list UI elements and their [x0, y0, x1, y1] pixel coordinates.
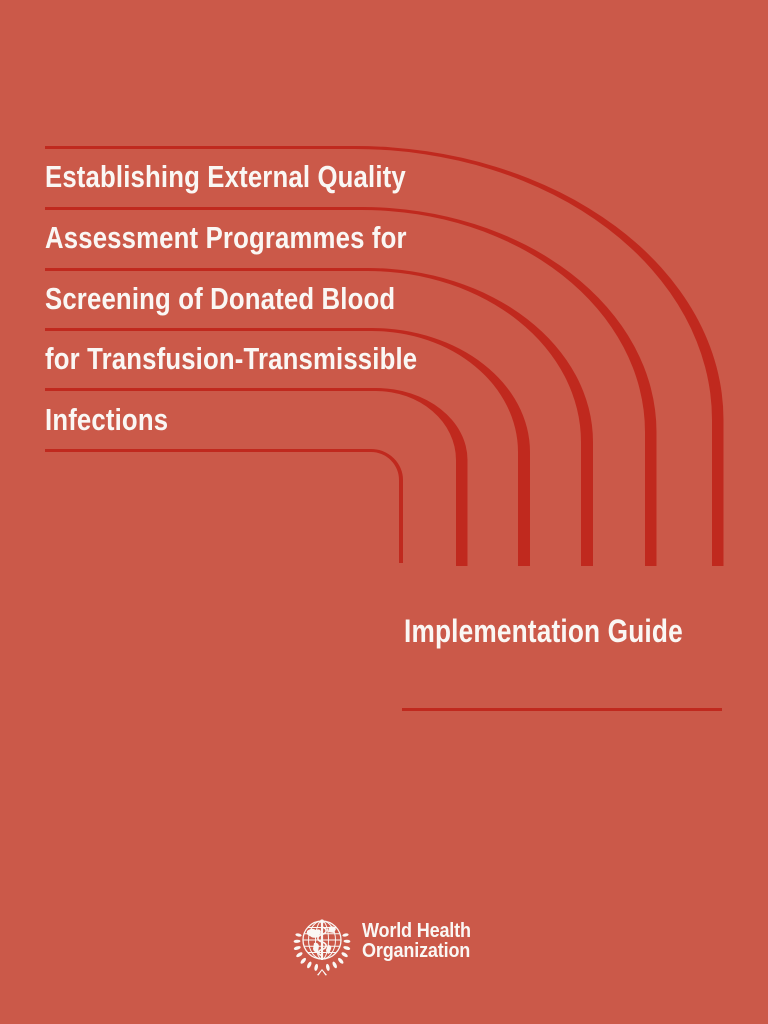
title-line-2: Assessment Programmes for: [45, 220, 407, 255]
subtitle-label: Implementation Guide: [404, 613, 683, 649]
title-line-3: Screening of Donated Blood: [45, 281, 396, 316]
who-logo-text: World Health Organization: [362, 919, 471, 962]
who-emblem-icon: [293, 919, 351, 976]
who-logo-line-2: Organization: [362, 939, 471, 962]
title-line-4: for Transfusion-Transmissible: [45, 341, 418, 376]
who-logo-line-1: World Health: [362, 919, 471, 942]
title-line-1: Establishing External Quality: [45, 159, 406, 194]
stripe-group: [45, 146, 724, 711]
subtitle-rule: [402, 708, 722, 711]
title-line-5: Infections: [45, 402, 169, 437]
laurel-wreath: [293, 933, 351, 976]
who-logo: World Health Organization: [289, 915, 486, 977]
